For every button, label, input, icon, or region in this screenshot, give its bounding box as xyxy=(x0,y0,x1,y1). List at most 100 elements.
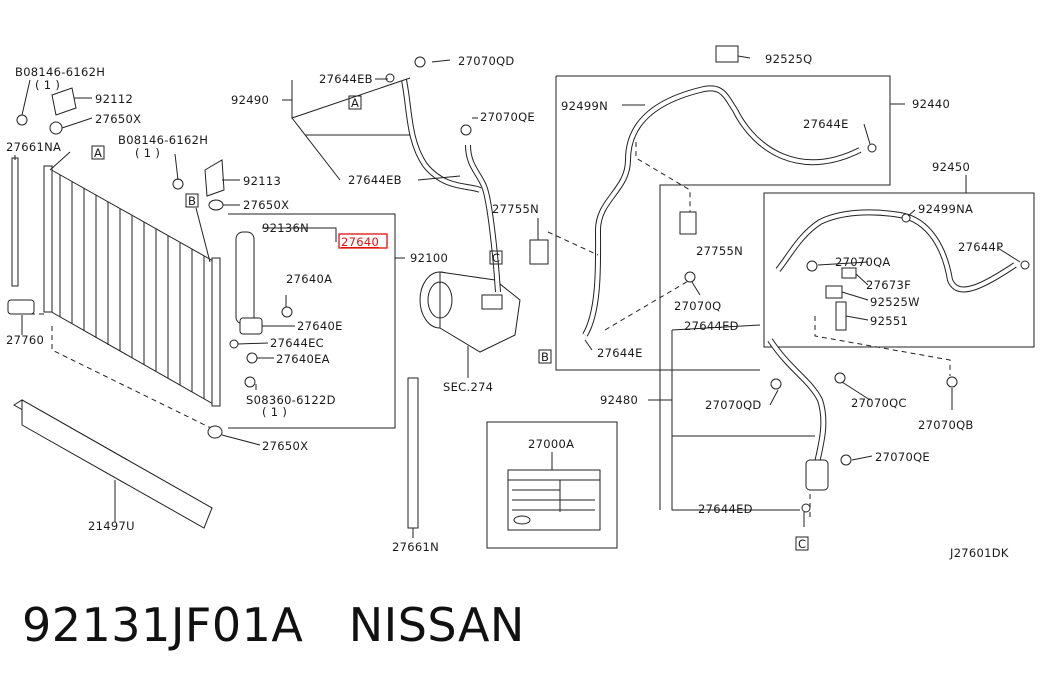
callout-a xyxy=(91,145,105,160)
part-label: 27070QB xyxy=(918,418,974,432)
bolt-icon xyxy=(172,178,184,190)
bolt-icon xyxy=(946,376,958,388)
part-label: ( 1 ) xyxy=(35,78,60,92)
bolt-icon xyxy=(840,454,852,466)
part-label: 27070QD xyxy=(458,54,515,68)
compressor-group xyxy=(282,56,549,378)
part-label: 92440 xyxy=(912,97,950,111)
air-guide-seal-body xyxy=(21,399,213,529)
part-label: 27755N xyxy=(492,202,539,216)
part-label: 27644E xyxy=(803,117,849,131)
callout-a-text: A xyxy=(94,146,102,160)
part-label: 27644ED xyxy=(684,319,739,333)
part-label: 27644EB xyxy=(348,173,402,187)
part-label: 92499N xyxy=(561,99,608,113)
condenser-tank-right xyxy=(211,257,221,407)
callout-c xyxy=(489,250,503,265)
mount-rubber-icon xyxy=(207,425,223,439)
part-label: SEC.274 xyxy=(443,380,493,394)
callout-c-text: C xyxy=(798,537,806,551)
part-label: 92136N xyxy=(262,221,309,235)
part-label: 27673F xyxy=(866,278,911,292)
bolt-icon xyxy=(684,271,696,283)
callout-c xyxy=(795,536,809,551)
bolt-icon xyxy=(244,376,256,388)
bolt-icon xyxy=(281,306,293,318)
seal-strip-right xyxy=(407,377,419,529)
diagram-code: J27601DK xyxy=(949,546,1009,560)
part-label: 27070QD xyxy=(705,398,762,412)
part-label: 27644EC xyxy=(270,336,324,350)
callout-a-text: A xyxy=(351,96,359,110)
o-ring-icon xyxy=(1020,260,1030,270)
bolt-icon xyxy=(414,56,426,68)
part-label: B08146-6162H xyxy=(15,65,105,79)
part-label: 92112 xyxy=(95,92,133,106)
callout-b xyxy=(538,349,552,364)
clip-27755n xyxy=(679,211,697,235)
page-title: 92131JF01A NISSAN xyxy=(22,598,525,652)
mount-rubber-icon xyxy=(208,199,224,211)
part-label: 92480 xyxy=(600,393,638,407)
bolt-icon xyxy=(834,372,846,384)
bolt-icon xyxy=(246,352,258,364)
part-label: 92100 xyxy=(410,251,448,265)
part-label: 27644EB xyxy=(319,72,373,86)
part-label: S08360-6122D xyxy=(246,393,336,407)
callout-c-text: C xyxy=(492,251,500,265)
hose-fitting xyxy=(805,459,829,491)
mount-rubber-icon xyxy=(49,121,63,135)
part-label: 92450 xyxy=(932,160,970,174)
part-label: 27000A xyxy=(528,437,574,451)
compressor-port xyxy=(481,294,503,310)
part-label: 92525Q xyxy=(765,52,812,66)
part-label: 27640EA xyxy=(276,352,330,366)
part-label: 92525W xyxy=(870,295,920,309)
part-label: 27644ED xyxy=(698,502,753,516)
part-label: 92490 xyxy=(231,93,269,107)
callout-boxes: A B A C B C xyxy=(91,95,809,551)
part-labels: B08146-6162H ( 1 ) 92112 27650X B08146-6… xyxy=(6,52,1009,560)
bolt-icon xyxy=(770,378,782,390)
o-ring-icon xyxy=(385,73,395,83)
bracket-92551 xyxy=(835,301,847,331)
condenser-fins xyxy=(59,175,205,399)
callout-a xyxy=(348,95,362,110)
condenser-group xyxy=(7,87,419,529)
compressor-body xyxy=(439,271,521,353)
pressure-sensor xyxy=(7,299,35,315)
seal-strip-left xyxy=(11,157,19,287)
o-ring-icon xyxy=(801,503,811,513)
part-label: 92499NA xyxy=(918,202,973,216)
clip-27673f xyxy=(841,267,857,279)
part-label: B08146-6162H xyxy=(118,133,208,147)
receiver-tank xyxy=(235,231,255,325)
part-label: 27070QA xyxy=(835,255,891,269)
clip-92525q xyxy=(715,45,739,63)
clip-92525w xyxy=(825,285,843,299)
callout-b xyxy=(185,193,199,208)
part-label: 27661N xyxy=(392,540,439,554)
bracket-92112 xyxy=(51,87,77,116)
pipe-group xyxy=(547,45,1035,527)
frame-27000a xyxy=(486,421,618,549)
part-label: 92551 xyxy=(870,314,908,328)
part-label-highlighted: 27640 xyxy=(341,235,379,249)
part-label: ( 1 ) xyxy=(262,405,287,419)
part-label: 27755N xyxy=(696,244,743,258)
o-ring-icon xyxy=(229,339,239,349)
highlight-frame xyxy=(338,233,388,249)
part-label: 27661NA xyxy=(6,140,61,154)
part-label: 27650X xyxy=(95,112,141,126)
leaders-left xyxy=(14,79,414,538)
part-label: 27640A xyxy=(286,272,332,286)
o-ring-icon xyxy=(867,143,877,153)
frame-92450 xyxy=(763,192,1035,348)
part-label: 27070QC xyxy=(851,396,907,410)
part-label: 27644E xyxy=(597,346,643,360)
part-label: 92113 xyxy=(243,174,281,188)
bracket-92113 xyxy=(204,159,225,197)
label-plate-group xyxy=(486,421,618,549)
clip-27755n xyxy=(529,239,549,265)
